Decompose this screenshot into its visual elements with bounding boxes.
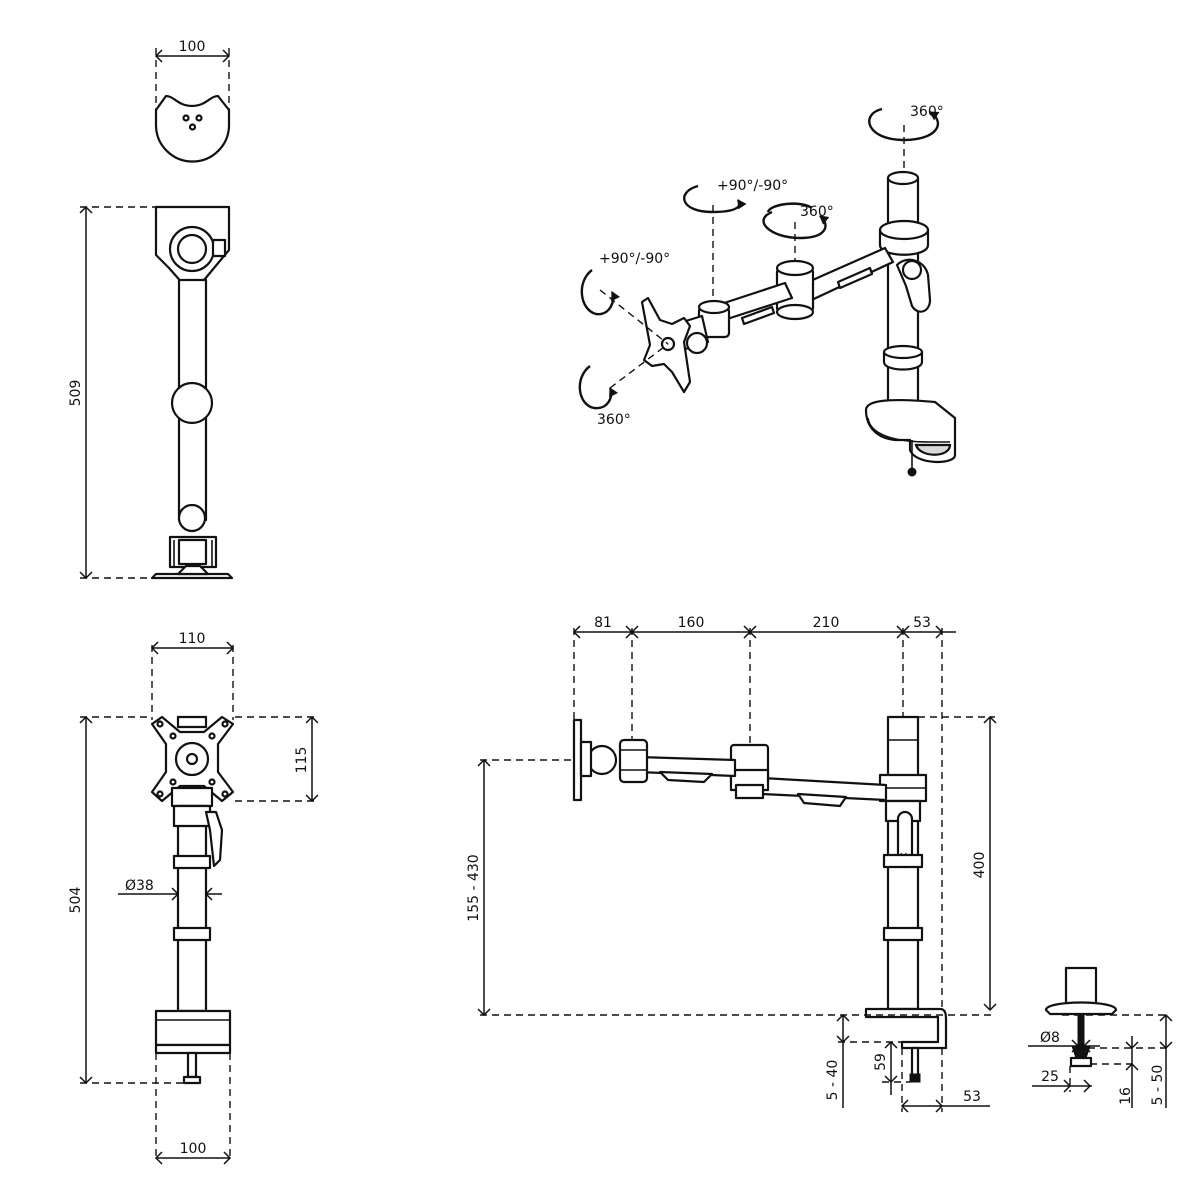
clamp-depth-label: 59 xyxy=(873,1053,889,1071)
pole-height-label: 400 xyxy=(972,852,988,879)
elevation-view: 81 160 210 53 ✕ 1 xyxy=(466,615,997,1113)
side-height-label: 509 xyxy=(68,380,84,407)
bolt-diameter-label: Ø8 xyxy=(1040,1030,1060,1046)
washer-label: 16 xyxy=(1118,1087,1134,1105)
grommet-detail: Ø8 25 16 5 - 50 xyxy=(1028,966,1173,1108)
plate-height-label: 115 xyxy=(294,747,310,774)
segment-4-label: 53 xyxy=(913,615,931,631)
base-width-label: 100 xyxy=(180,1141,207,1157)
segment-3-label: 210 xyxy=(813,615,840,631)
front-height-label: 504 xyxy=(68,887,84,914)
rotation-mid-tilt-label: +90°/-90° xyxy=(717,178,788,194)
rotation-head-tilt-label: +90°/-90° xyxy=(599,251,670,267)
segment-1-label: 81 xyxy=(594,615,612,631)
tilt-head-icon xyxy=(580,269,621,316)
clamp-width-label: 53 xyxy=(963,1089,981,1105)
clamp-gap-label: 5 - 40 xyxy=(825,1060,841,1101)
offset-label: 25 xyxy=(1041,1069,1059,1085)
rotate-360-icon xyxy=(868,107,940,142)
tilt-mid-icon xyxy=(683,184,747,214)
plate-width-label: 110 xyxy=(179,631,206,647)
rotation-top-label: 360° xyxy=(910,104,944,120)
height-range-label: 155 - 430 xyxy=(466,854,482,921)
side-view: 509 xyxy=(68,205,234,580)
rotate-360-mid-icon xyxy=(766,202,813,213)
top-view: 100 xyxy=(154,39,231,163)
top-width-label: 100 xyxy=(179,39,206,55)
rotate-head-icon xyxy=(578,365,619,410)
perspective-view: 360° 360° +90°/-90° xyxy=(578,104,957,477)
rotation-mid-label: 360° xyxy=(800,204,834,220)
pole-diameter-label: Ø38 xyxy=(125,878,154,894)
front-view: 110 115 504 Ø38 xyxy=(68,631,319,1165)
rotation-head-label: 360° xyxy=(597,412,631,428)
segment-2-label: 160 xyxy=(678,615,705,631)
desk-thickness-label: 5 - 50 xyxy=(1150,1065,1166,1106)
